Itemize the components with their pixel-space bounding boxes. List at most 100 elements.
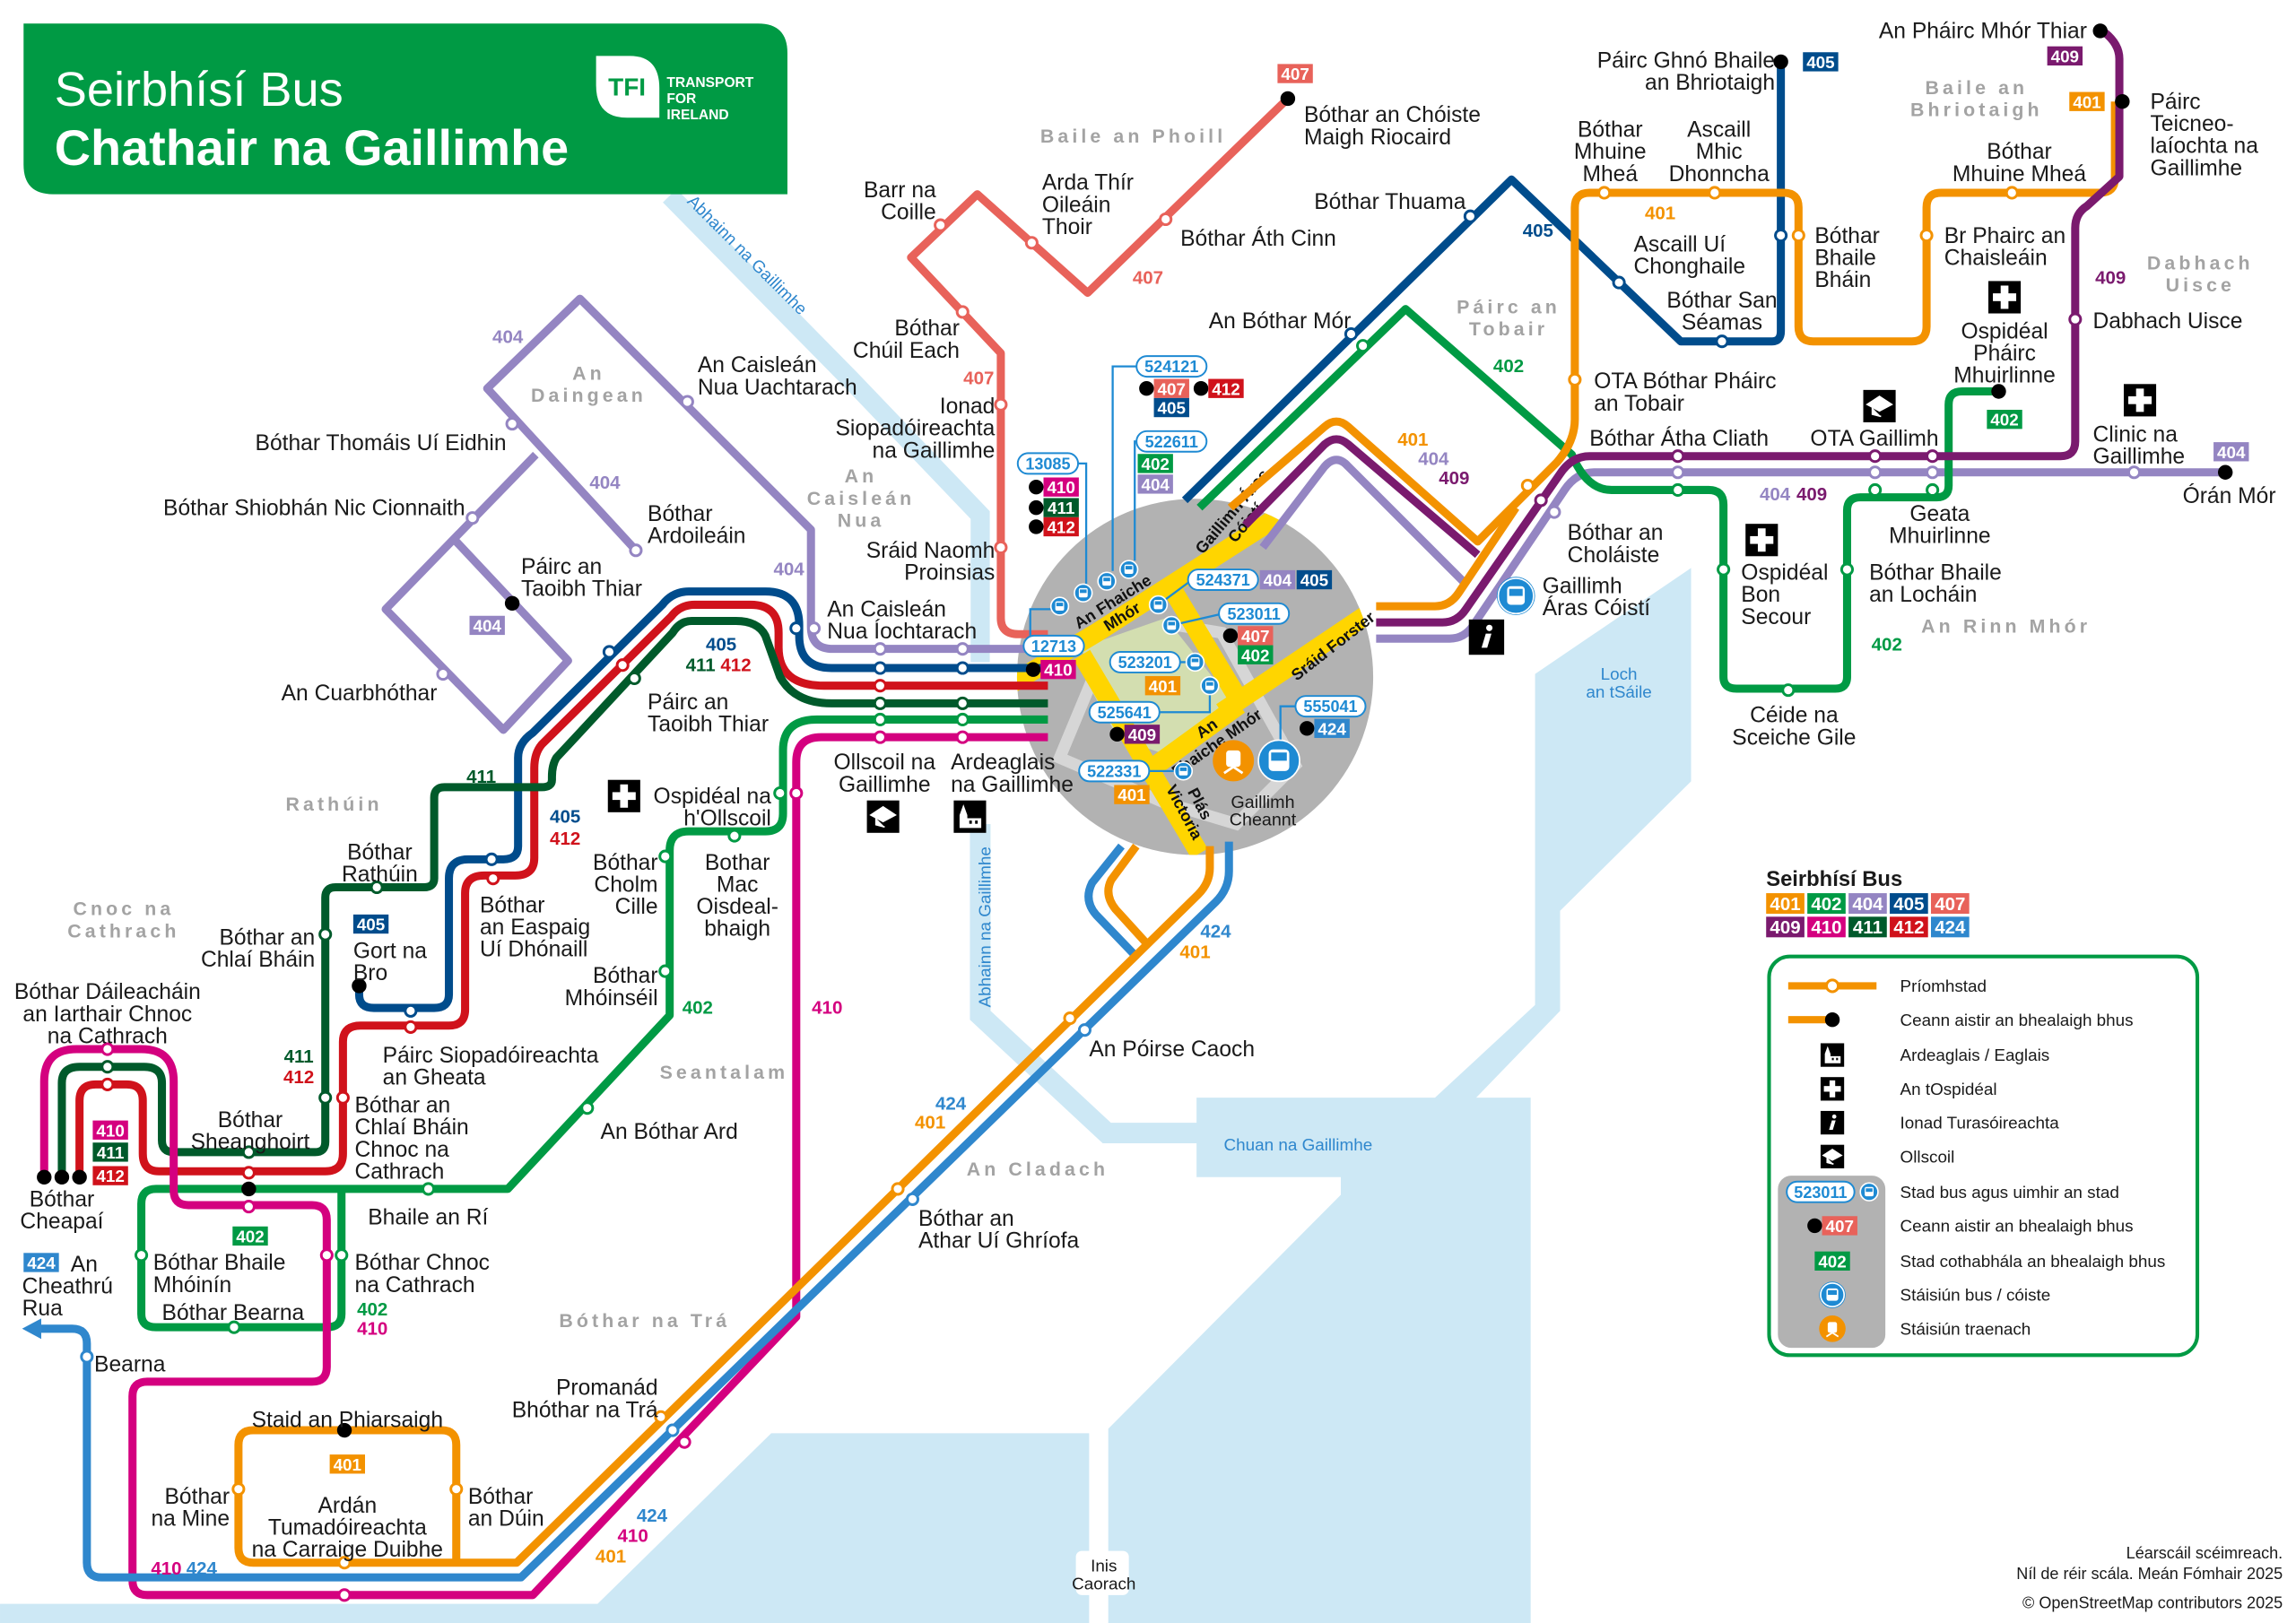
label-line: Bóthar Dáileacháin — [14, 980, 201, 1004]
badge-bg — [1803, 52, 1839, 72]
route-badge-401: 401 — [329, 1454, 365, 1474]
route-label-405: 405 — [706, 634, 736, 655]
label-line: Chuan na Gaillimhe — [1224, 1135, 1373, 1154]
badge-bg — [1931, 916, 1970, 938]
terminus-dot — [336, 1422, 352, 1438]
label-line: Rua — [22, 1297, 63, 1321]
stops — [37, 23, 2233, 1602]
galway-bay — [1108, 568, 1692, 1623]
route-label-407: 407 — [963, 368, 994, 388]
route-badge-label: 410 — [1047, 478, 1074, 497]
stop-marker-405 — [873, 661, 887, 675]
label-line: Gaillimhe — [2093, 445, 2186, 469]
badge-bg — [92, 1166, 128, 1185]
badge-bg — [1848, 916, 1887, 938]
stop-marker-401 — [337, 1556, 352, 1570]
stop-marker-412 — [873, 679, 887, 693]
terminus-dot — [1193, 381, 1209, 396]
route-badge-409: 409 — [1124, 725, 1161, 744]
stop-marker-404 — [1547, 505, 1561, 519]
stop-marker-402 — [1671, 482, 1685, 497]
route-badge-label: 409 — [1128, 725, 1156, 744]
route-badge-label: 404 — [2217, 443, 2246, 462]
label-line: Rathúin — [285, 794, 382, 815]
route-badge-411: 411 — [92, 1142, 128, 1162]
river-label: Abhainn na Gaillimhe — [684, 191, 812, 318]
stop-marker-412 — [404, 1020, 418, 1034]
route-label-410: 410 — [357, 1318, 387, 1339]
terminus-dot — [241, 1181, 257, 1197]
terminus-dot — [352, 978, 367, 994]
stop-marker-424 — [80, 1350, 94, 1364]
label-line: Bearna — [94, 1352, 166, 1376]
label-line: Daingean — [531, 385, 647, 406]
legend-route-411: 411 — [1848, 916, 1887, 938]
label-line: Cathrach — [67, 920, 179, 942]
bus-stop-icon — [1097, 571, 1117, 591]
route-badge-412: 412 — [1208, 378, 1244, 398]
stop-marker-411 — [241, 1145, 256, 1159]
label-line: An Bóthar Mór — [1209, 309, 1352, 334]
route-badge-label: 404 — [473, 616, 501, 635]
legend-route-label: 402 — [1811, 894, 1841, 915]
label-line: an tSáile — [1586, 682, 1651, 701]
route-label-404: 404 — [1760, 484, 1791, 505]
legend-route-label: 411 — [1853, 917, 1883, 938]
label-line: Ospidéal na — [654, 785, 772, 809]
legend-route-409: 409 — [1766, 916, 1805, 938]
label-line: Athar Uí Ghríofa — [918, 1229, 1079, 1254]
stop-marker-404 — [680, 395, 694, 409]
stop-marker-411 — [318, 1090, 333, 1105]
stop-code-524121: 524121 — [1135, 355, 1208, 378]
terminus-dot — [504, 595, 520, 612]
logo-text: FOR — [666, 91, 696, 107]
legend-route-424: 424 — [1931, 916, 1970, 938]
stop-marker-424 — [1077, 1023, 1091, 1037]
label-line: Siopadóireachta — [835, 417, 995, 441]
stop-code-524371: 524371 — [1187, 568, 1259, 592]
badge-bg — [1766, 916, 1805, 938]
terminus-dot — [1029, 519, 1044, 534]
stop-label-poirse: An Póirse Caoch — [1089, 1037, 1255, 1062]
route-badge-412: 412 — [1043, 516, 1079, 537]
label-line: Ascaill Uí — [1634, 233, 1726, 257]
label-line: bhaigh — [704, 917, 770, 942]
route-label-404: 404 — [589, 473, 621, 493]
label-line: Bóthar — [218, 1108, 283, 1133]
stop-code-label: 522331 — [1087, 762, 1141, 780]
stop-label-staid: Staid an Phiarsaigh — [252, 1409, 443, 1433]
label-line: Chaisleáin — [1944, 246, 2048, 270]
route-badge-label: 411 — [1048, 499, 1074, 517]
badge-bg — [329, 1454, 365, 1474]
label-line: Nua Uachtarach — [698, 376, 857, 400]
label-line: Bháin — [1814, 268, 1871, 292]
label-line: Bóthar an — [355, 1094, 451, 1118]
bus-stop-icon — [1497, 577, 1535, 615]
route-label-402: 402 — [683, 998, 713, 1019]
route-label-410: 410 — [618, 1526, 648, 1547]
label-line: na Gaillimhe — [873, 438, 996, 463]
route-badge-label: 412 — [1212, 379, 1239, 398]
label-line: Bhóthar na Trá — [512, 1398, 658, 1422]
legend-item-label: An tOspidéal — [1900, 1080, 1997, 1098]
route-label-401: 401 — [1397, 430, 1428, 450]
harbour-label: Chuan na Gaillimhe — [1224, 1135, 1373, 1154]
stop-label-atha_cliath: Bóthar Átha Cliath — [1589, 427, 1769, 451]
stop-marker-402 — [135, 1248, 149, 1263]
legend-item-label: Ceann aistir an bhealaigh bhus — [1900, 1216, 2134, 1235]
route-badge-label: 401 — [334, 1455, 361, 1474]
label-line: Bóthar Bhaile — [153, 1251, 286, 1275]
label-line: Cheathrú — [22, 1274, 113, 1298]
route-badge-424: 424 — [1314, 718, 1350, 738]
stop-marker-404 — [465, 511, 480, 525]
label-line: Bóthar Thuama — [1314, 190, 1465, 214]
route-badge-405: 405 — [1153, 397, 1189, 418]
